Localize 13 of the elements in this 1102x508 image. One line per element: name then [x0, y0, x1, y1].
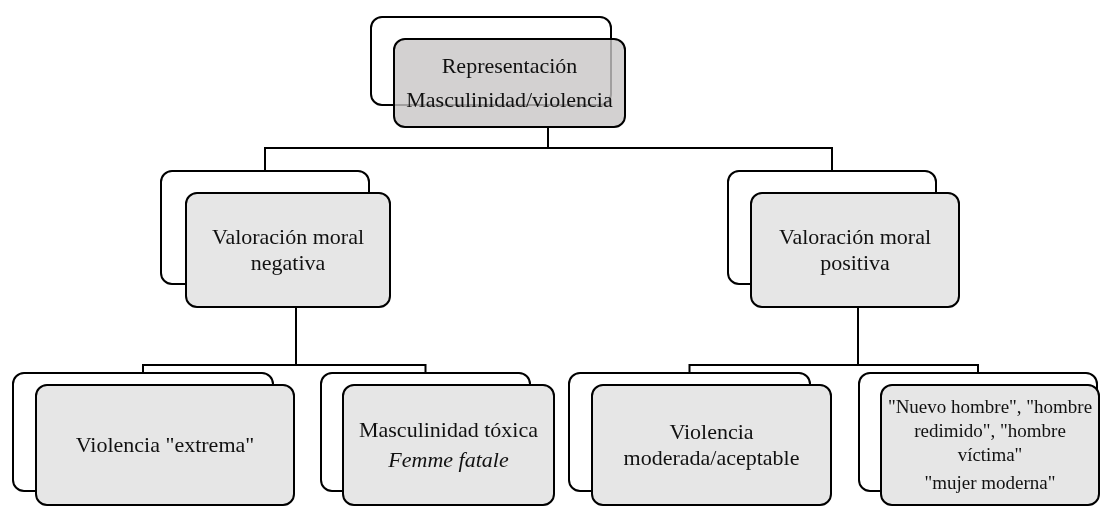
connector-line	[857, 307, 979, 373]
node-text: "mujer moderna"	[924, 471, 1056, 495]
node-text: Representación	[441, 53, 578, 79]
node-text: Masculinidad/violencia	[406, 87, 613, 113]
connector-line	[295, 307, 427, 373]
node-text: "Nuevo hombre", "hombre redimido", "hombre víctima"	[886, 395, 1094, 467]
node-text: Valoración moral negativa	[210, 224, 366, 276]
node-text: Valoración moral positiva	[777, 224, 933, 276]
node-text: Violencia "extrema"	[75, 432, 255, 458]
node-text: Masculinidad tóxica	[359, 417, 538, 443]
connector-line	[547, 127, 833, 171]
node-text: Femme fatale	[388, 447, 509, 473]
node-text: Violencia moderada/aceptable	[622, 419, 801, 471]
